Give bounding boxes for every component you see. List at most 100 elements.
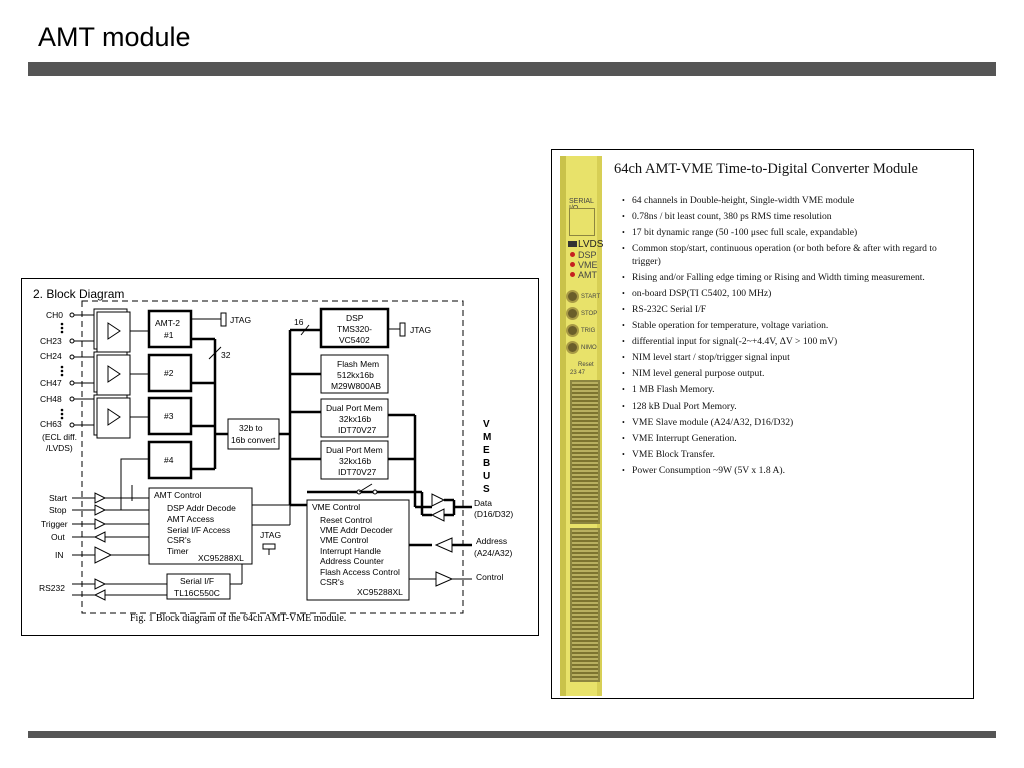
- feature-item: Common stop/start, continuous operation …: [622, 243, 967, 268]
- feature-item: 17 bit dynamic range (50 -100 μsec full …: [622, 227, 967, 240]
- amt-block-4: #4: [147, 440, 193, 480]
- vme-control-item-6: Flash Access Control: [320, 567, 400, 577]
- panel-amt-label: AMT: [578, 270, 597, 280]
- vme-jtag-label: JTAG: [260, 530, 281, 540]
- start-connector: [566, 290, 579, 303]
- module-photo-title: 64ch AMT-VME Time-to-Digital Converter M…: [614, 161, 918, 177]
- amt-control-item-1: DSP Addr Decode: [167, 503, 236, 513]
- address-width-label: (A24/A32): [474, 548, 512, 558]
- dsp-block: [319, 307, 390, 349]
- serial-if-block: [166, 573, 231, 600]
- amt-led: [570, 272, 575, 277]
- panel-trig-label: TRIG: [581, 328, 596, 334]
- channel-input-lines: [69, 312, 94, 428]
- amt-control-title: AMT Control: [154, 490, 202, 500]
- feature-item: 0.78ns / bit least count, 380 ps RMS tim…: [622, 211, 967, 224]
- amt-control-item-3: Serial I/F Access: [167, 525, 230, 535]
- channel-label-ch48: CH48: [40, 394, 62, 404]
- data-width-label: (D16/D32): [474, 509, 513, 519]
- panel-dsp-label: DSP: [578, 250, 597, 260]
- module-boundary: [81, 300, 464, 614]
- dual-port-mem-2: [320, 440, 389, 480]
- trigger-routing: [120, 475, 133, 510]
- panel-reset-label: Reset: [578, 362, 594, 368]
- input-start-label: Start: [49, 493, 68, 503]
- serial-connector: [569, 208, 595, 236]
- feature-item: 1 MB Flash Memory.: [622, 384, 967, 397]
- data-bus-lines: [420, 492, 472, 517]
- vme-control-item-4: Interrupt Handle: [320, 546, 381, 556]
- feature-item: VME Slave module (A24/A32, D16/D32): [622, 417, 967, 430]
- feature-list: 64 channels in Double-height, Single-wid…: [622, 195, 967, 481]
- flash-line-3: M29W800AB: [331, 381, 381, 391]
- vme-control-item-7: CSR's: [320, 577, 344, 587]
- slide-title: AMT module: [38, 22, 191, 52]
- input-rs232-label: RS232: [39, 583, 65, 593]
- data-label: Data: [474, 498, 492, 508]
- amt-control-chip: XC95288XL: [198, 553, 244, 563]
- channel-label-ch0: CH0: [46, 310, 63, 320]
- serial-if-line-2: TL16C550C: [174, 588, 220, 598]
- panel-nimo-label: NIMO: [581, 345, 597, 351]
- amt-control-item-4: CSR's: [167, 535, 191, 545]
- dpm2-line-1: Dual Port Mem: [326, 445, 383, 455]
- serial-if-line-1: Serial I/F: [180, 576, 214, 586]
- flash-block: [320, 354, 389, 394]
- dsp-jtag-connector: [388, 322, 406, 337]
- vme-bus-letter-e: E: [483, 445, 490, 456]
- feature-item: Rising and/or Falling edge timing or Ris…: [622, 272, 967, 285]
- feature-item: VME Block Transfer.: [622, 449, 967, 462]
- vme-bus-letter-s: S: [483, 484, 490, 495]
- vme-control-item-2: VME Addr Decoder: [320, 525, 393, 535]
- dpm-vme-bus: [307, 413, 432, 509]
- input-trigger-label: Trigger: [41, 519, 68, 529]
- feature-item: differential input for signal(-2~+4.4V, …: [622, 336, 967, 349]
- converter-block: [227, 418, 280, 450]
- panel-slot-label: 23 47: [570, 370, 586, 376]
- dsp-line-1: DSP: [346, 313, 364, 323]
- nim-io-buffers: [72, 492, 149, 564]
- channel-label-lvds: /LVDS): [46, 443, 73, 453]
- dual-port-mem-1: [320, 398, 389, 438]
- vme-bus-letter-b: B: [483, 458, 490, 469]
- vme-jtag-connector: [262, 543, 276, 555]
- feature-item: 64 channels in Double-height, Single-wid…: [622, 195, 967, 208]
- dsp-led: [570, 252, 575, 257]
- block-diagram-heading: 2. Block Diagram: [33, 287, 124, 301]
- dpm1-line-3: IDT70V27: [338, 425, 377, 435]
- input-stop-label: Stop: [49, 505, 67, 515]
- panel-vme-label: VME: [578, 260, 598, 270]
- feature-item: 128 kB Dual Port Memory.: [622, 401, 967, 414]
- flash-line-2: 512kx16b: [337, 370, 374, 380]
- converter-line-2: 16b convert: [231, 435, 276, 445]
- amt-block-1-title: AMT-2: [155, 318, 180, 328]
- bus-switch: [356, 483, 378, 495]
- vme-bus-letter-m: M: [483, 432, 491, 443]
- block-diagram-figure: 2. Block Diagram CH0 CH23 CH24 CH47 CH48…: [21, 278, 539, 636]
- vme-bus-letter-v: V: [483, 419, 490, 430]
- feature-item: Stable operation for temperature, voltag…: [622, 320, 967, 333]
- dpm1-line-1: Dual Port Mem: [326, 403, 383, 413]
- amt-control-item-2: AMT Access: [167, 514, 214, 524]
- amt-jtag-label: JTAG: [230, 315, 251, 325]
- feature-item: NIM level general purpose output.: [622, 368, 967, 381]
- panel-start-label: START: [581, 294, 601, 300]
- dpm1-line-2: 32kx16b: [339, 414, 371, 424]
- amt-control-item-5: Timer: [167, 546, 189, 556]
- internal-16bit-bus: [279, 328, 321, 507]
- module-photo-figure: SERIAL I/O LVDS DSP VME AMT START STOP T…: [551, 149, 974, 699]
- panel-left-edge: [560, 156, 566, 696]
- channel-connector-lower: [570, 528, 600, 682]
- amt-block-4-label: #4: [164, 455, 174, 465]
- receiver-group-3: [93, 394, 149, 439]
- panel-lvds-label: LVDS: [578, 239, 604, 250]
- amt-block-3: #3: [147, 396, 193, 436]
- address-buffer: [434, 537, 453, 553]
- flash-line-1: Flash Mem: [337, 359, 379, 369]
- lvds-indicator: [568, 241, 577, 247]
- bus-16-slash: [300, 324, 310, 336]
- dsp-line-3: VC5402: [339, 335, 370, 345]
- channel-label-ecl: (ECL diff.: [42, 432, 77, 442]
- input-in-label: IN: [55, 550, 64, 560]
- channel-connector-upper: [570, 380, 600, 524]
